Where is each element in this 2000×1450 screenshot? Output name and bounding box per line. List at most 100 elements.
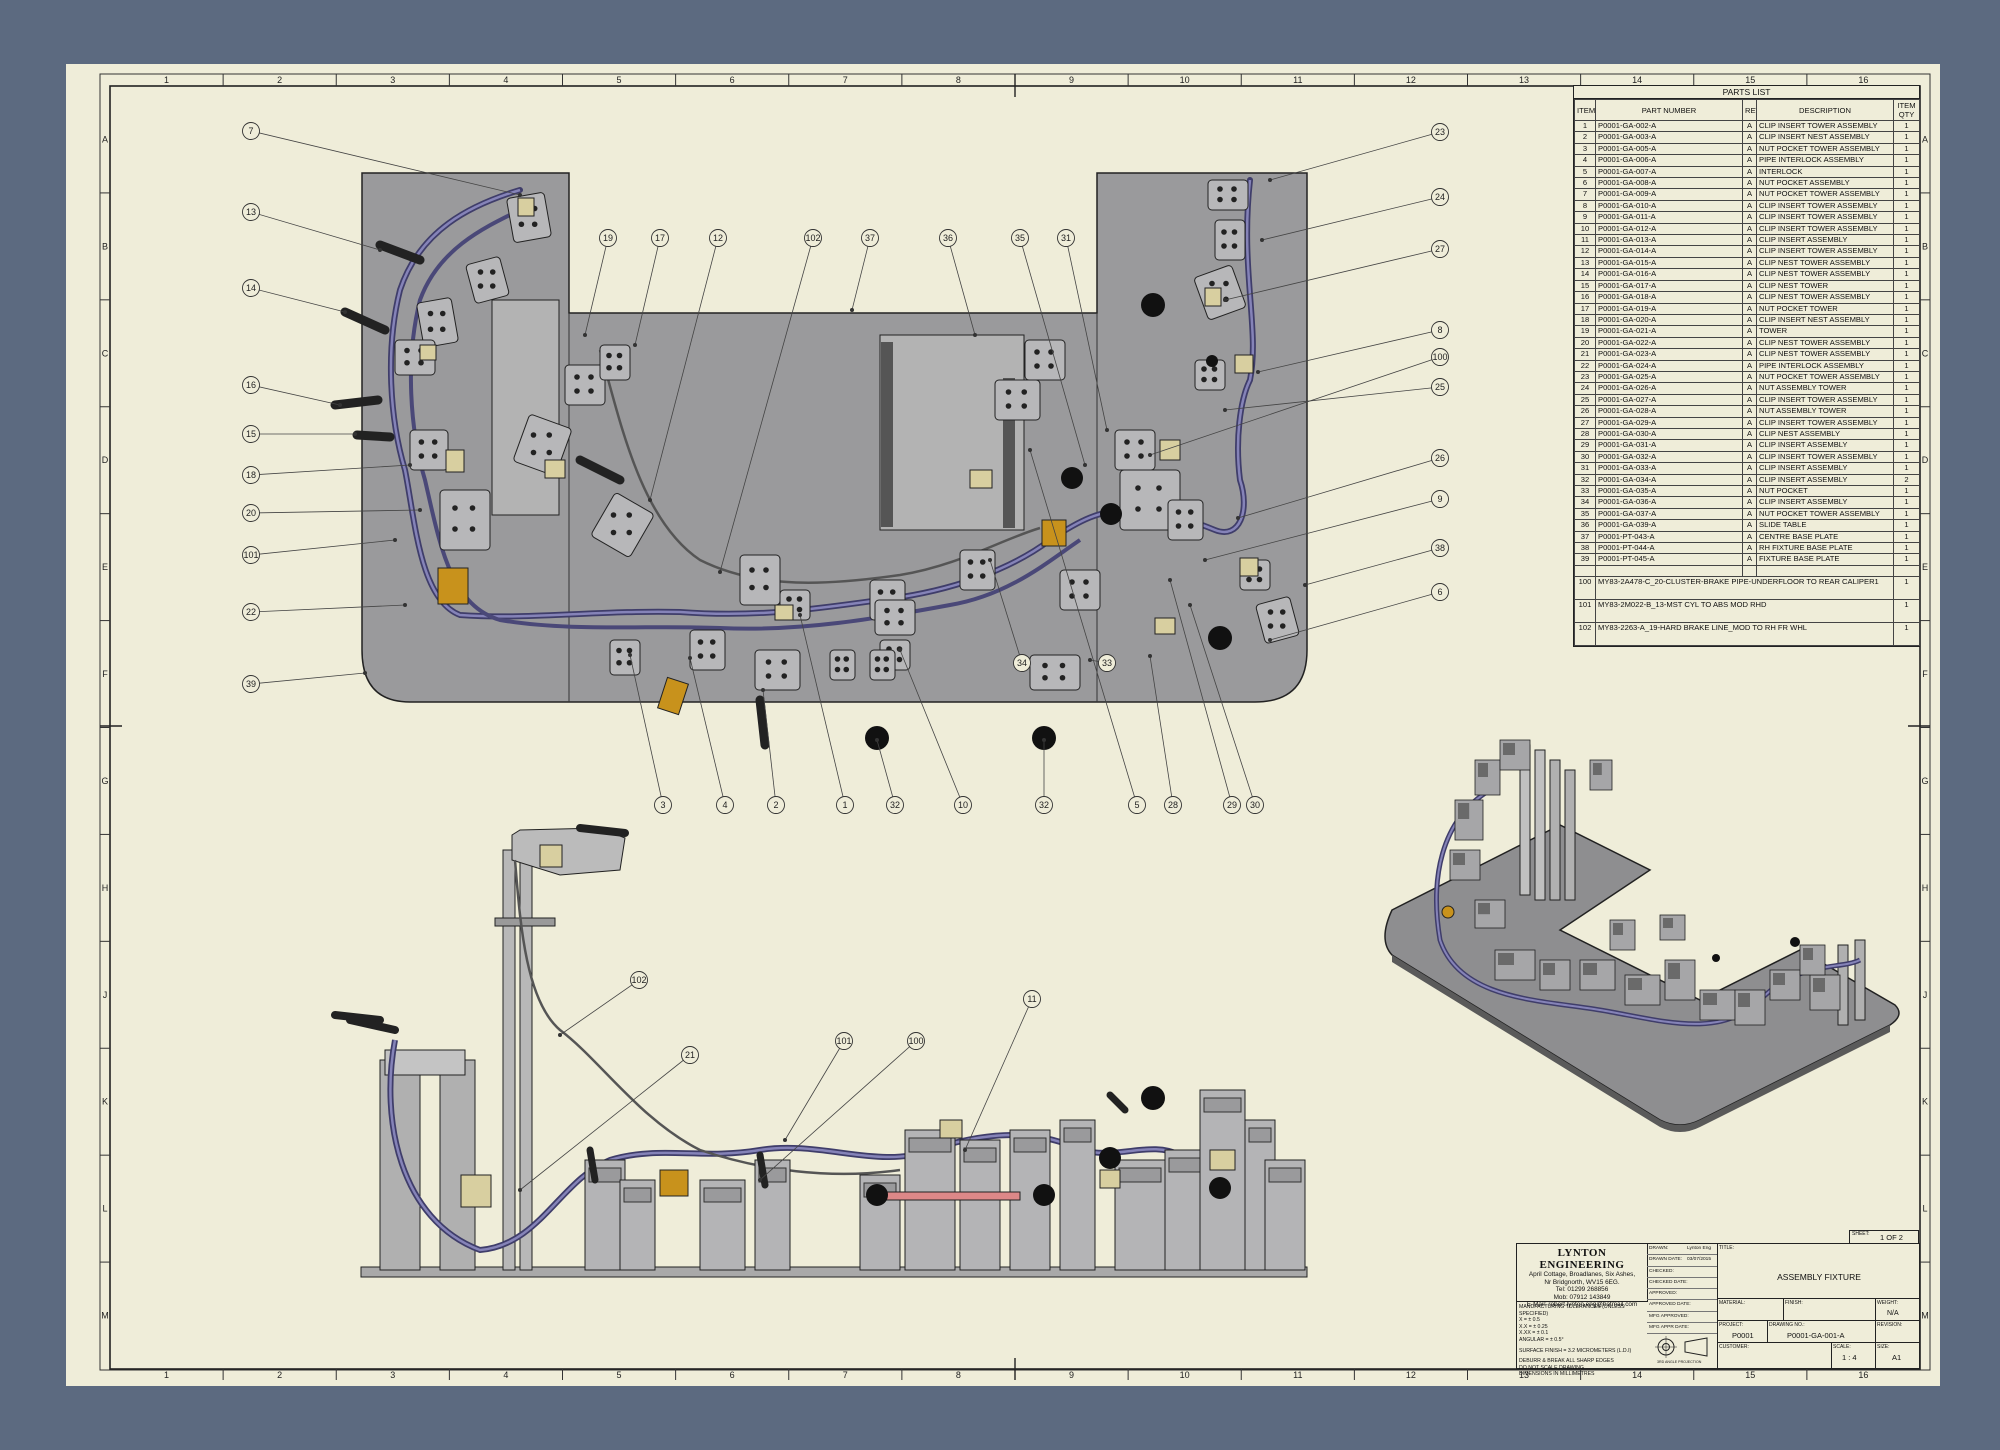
weight-label: WEIGHT: — [1877, 1300, 1898, 1306]
parts-cell-part: P0001-PT-043-A — [1595, 530, 1743, 544]
parts-cell-part: P0001-GA-033-A — [1595, 462, 1743, 475]
balloon — [654, 796, 672, 814]
balloon-number: 2 — [773, 800, 778, 810]
clamp-pad — [544, 459, 566, 479]
parts-cell-part: P0001-GA-034-A — [1595, 473, 1743, 487]
parts-cell-desc: NUT POCKET TOWER ASSEMBLY — [1756, 370, 1894, 384]
clamp-block — [1255, 596, 1300, 644]
elevation-clamp-pad — [1099, 1169, 1121, 1189]
parts-cell-qty: 1 — [1893, 188, 1920, 201]
tolerance-line: X.XX = ± 0.1 — [1519, 1330, 1549, 1337]
zone-row-label: H — [1922, 883, 1929, 893]
zone-column-label: 4 — [503, 75, 508, 85]
parts-cell-item: 20 — [1574, 336, 1596, 350]
balloon-number: 7 — [248, 126, 253, 136]
parts-cell-rev: A — [1742, 188, 1757, 201]
zone-row-label: E — [102, 562, 108, 572]
parts-cell-desc: NUT POCKET ASSEMBLY — [1756, 177, 1894, 190]
weight-value: N/A — [1887, 1310, 1899, 1317]
parts-cell-rev: A — [1742, 393, 1757, 407]
parts-cell-qty: 1 — [1893, 142, 1920, 156]
tolerance-line: DO NOT SCALE DRAWING — [1519, 1364, 1584, 1371]
zone-column-label: 12 — [1406, 1370, 1416, 1380]
balloon — [1431, 123, 1449, 141]
balloon-number: 13 — [246, 207, 256, 217]
zone-row-label: G — [1921, 776, 1928, 786]
material-label: MATERIAL: — [1719, 1300, 1746, 1306]
zone-row-label: M — [1921, 1311, 1929, 1321]
projection-label: 3RD ANGLE PROJECTION — [1657, 1360, 1702, 1364]
balloon — [954, 796, 972, 814]
balloon-number: 10 — [958, 800, 968, 810]
parts-cell-desc: CLIP NEST TOWER — [1756, 279, 1894, 293]
balloon — [242, 279, 260, 297]
parts-list: PARTS LIST ITEM PART NUMBER REV DESCRIPT… — [1573, 85, 1920, 648]
balloon — [1431, 539, 1449, 557]
balloon — [1431, 449, 1449, 467]
sheet-label: SHEET: — [1852, 1231, 1870, 1237]
parts-cell-item: 6 — [1574, 177, 1596, 190]
zone-column-label: 7 — [843, 75, 848, 85]
plan-view — [330, 172, 1308, 750]
balloon-number: 11 — [1027, 994, 1036, 1004]
parts-cell-part: P0001-GA-014-A — [1595, 245, 1743, 258]
parts-cell-qty: 1 — [1893, 370, 1920, 384]
balloon — [1223, 796, 1241, 814]
zone-column-label: 6 — [730, 75, 735, 85]
balloon-number: 34 — [1017, 658, 1027, 668]
approval-label: APPROVED: — [1649, 1291, 1677, 1297]
parts-cell-qty: 1 — [1893, 496, 1920, 509]
parts-cell-rev: A — [1742, 542, 1757, 555]
parts-cell-part: P0001-GA-032-A — [1595, 450, 1743, 464]
parts-cell-rev: A — [1742, 507, 1757, 521]
zone-column-label: 8 — [956, 1370, 961, 1380]
parts-cell-desc: CLIP INSERT ASSEMBLY — [1756, 473, 1894, 487]
parts-cell-part: P0001-GA-027-A — [1595, 393, 1743, 407]
slide-rail — [881, 342, 893, 527]
clamp-pad — [445, 449, 465, 473]
parts-cell-rev: A — [1742, 427, 1757, 441]
sheet-number: 1 OF 2 — [1880, 1233, 1903, 1242]
balloon — [242, 425, 260, 443]
zone-row-label: L — [102, 1204, 107, 1214]
balloon — [836, 796, 854, 814]
iso-plate-edge — [1392, 955, 1890, 1132]
parts-cell-qty: 1 — [1893, 462, 1920, 475]
scale-label: SCALE: — [1833, 1344, 1851, 1350]
parts-cell-qty: 1 — [1893, 211, 1920, 224]
parts-cell-rev: A — [1742, 348, 1757, 361]
zone-column-label: 3 — [390, 75, 395, 85]
balloon-number: 22 — [246, 607, 256, 617]
red-block — [879, 1191, 1021, 1201]
zone-row-label: K — [102, 1097, 108, 1107]
parts-cell-qty: 1 — [1893, 622, 1920, 647]
gold-cylinder — [437, 567, 469, 605]
brake-pipe-100 — [408, 203, 1082, 631]
parts-cell-rev: A — [1742, 530, 1757, 544]
zone-row-label: A — [102, 134, 108, 144]
balloon — [767, 796, 785, 814]
balloon — [1431, 348, 1449, 366]
parts-cell-item: 17 — [1574, 302, 1596, 315]
balloon-number: 14 — [246, 283, 256, 293]
approval-label: DRAWN DATE: — [1649, 1257, 1683, 1263]
parts-cell-part: P0001-GA-013-A — [1595, 234, 1743, 247]
balloon-number: 6 — [1437, 587, 1442, 597]
parts-cell-qty: 1 — [1893, 393, 1920, 407]
parts-cell-item: 29 — [1574, 439, 1596, 452]
zone-row-label: B — [102, 241, 108, 251]
zone-column-label: 12 — [1406, 75, 1416, 85]
parts-cell-desc: TOWER — [1756, 325, 1894, 338]
iso-tower — [1564, 769, 1576, 901]
clamp-block — [416, 297, 459, 348]
